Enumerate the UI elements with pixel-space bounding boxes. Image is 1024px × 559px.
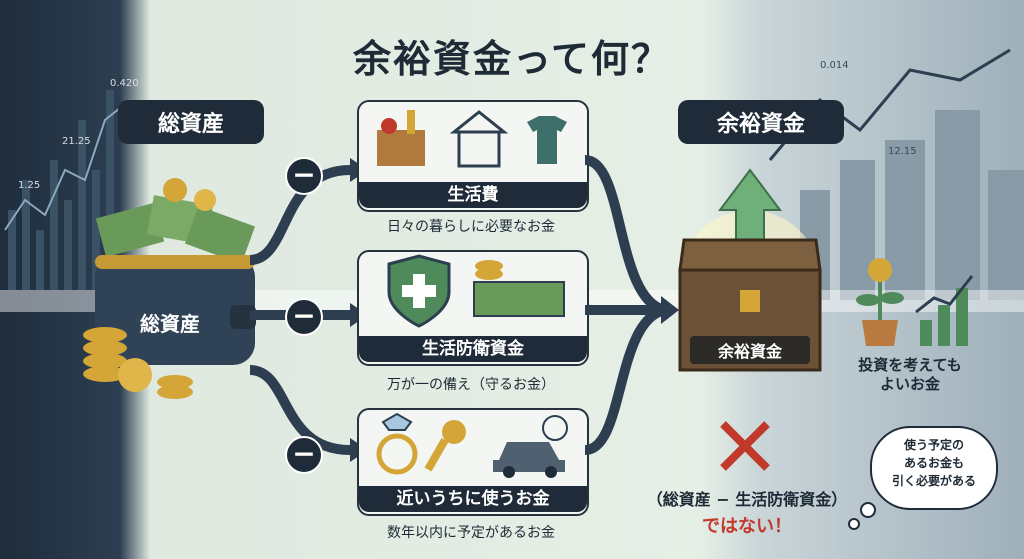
not-statement: ではない！ (702, 516, 792, 537)
wallet-label: 総資産 (140, 312, 200, 336)
wallet-icon (83, 178, 256, 399)
card-description: 万が一の備え（守るお金） (387, 377, 555, 393)
living-expenses-card: 生活費 (357, 100, 589, 212)
left-chart-tick: 0.420 (110, 78, 139, 89)
total-assets-header: 総資産 (118, 100, 264, 144)
plant-growth-icon (856, 258, 974, 346)
emergency-fund-card: 生活防衛資金 (357, 250, 589, 366)
right-background-city (768, 48, 1024, 300)
invest-note-line: 投資を考えても (858, 356, 962, 374)
left-chart-tick: 21.25 (62, 136, 91, 147)
minus-icon: − (285, 157, 323, 195)
thought-bubble: 使う予定の あるお金も 引く必要がある (870, 426, 998, 510)
card-description: 日々の暮らしに必要なお金 (387, 219, 555, 235)
merge-arrows (585, 155, 679, 455)
bubble-line: 引く必要がある (891, 474, 976, 488)
right-chart-tick: 0.014 (820, 60, 849, 71)
wrong-formula: （総資産 − 生活防衛資金） (646, 490, 848, 509)
card-label: 生活費 (359, 182, 587, 208)
card-label: 近いうちに使うお金 (359, 486, 587, 512)
bubble-line: あるお金も (903, 456, 964, 470)
upcoming-expenses-card: 近いうちに使うお金 (357, 408, 589, 516)
minus-icon: − (285, 436, 323, 474)
card-label: 生活防衛資金 (359, 336, 587, 362)
chest-label: 余裕資金 (690, 336, 810, 364)
surplus-header: 余裕資金 (678, 100, 844, 144)
card-description: 数年以内に予定があるお金 (387, 525, 555, 541)
right-chart-tick: 12.15 (888, 146, 917, 157)
groceries-house-clothes-icon (377, 110, 567, 168)
bubble-dot (848, 518, 860, 530)
bubble-dot (860, 502, 876, 518)
invest-note-line: よいお金 (879, 375, 940, 393)
page-title: 余裕資金って何？ (352, 36, 672, 81)
left-chart-tick: 1.25 (18, 180, 41, 191)
shield-cash-icon (387, 254, 565, 328)
left-background-chart (4, 90, 131, 290)
bubble-line: 使う予定の (903, 438, 964, 452)
minus-icon: − (285, 298, 323, 336)
cross-mark-icon (720, 421, 770, 471)
invest-note: 投資を考えても よいお金 (845, 356, 975, 394)
ring-key-car-icon (376, 412, 568, 478)
